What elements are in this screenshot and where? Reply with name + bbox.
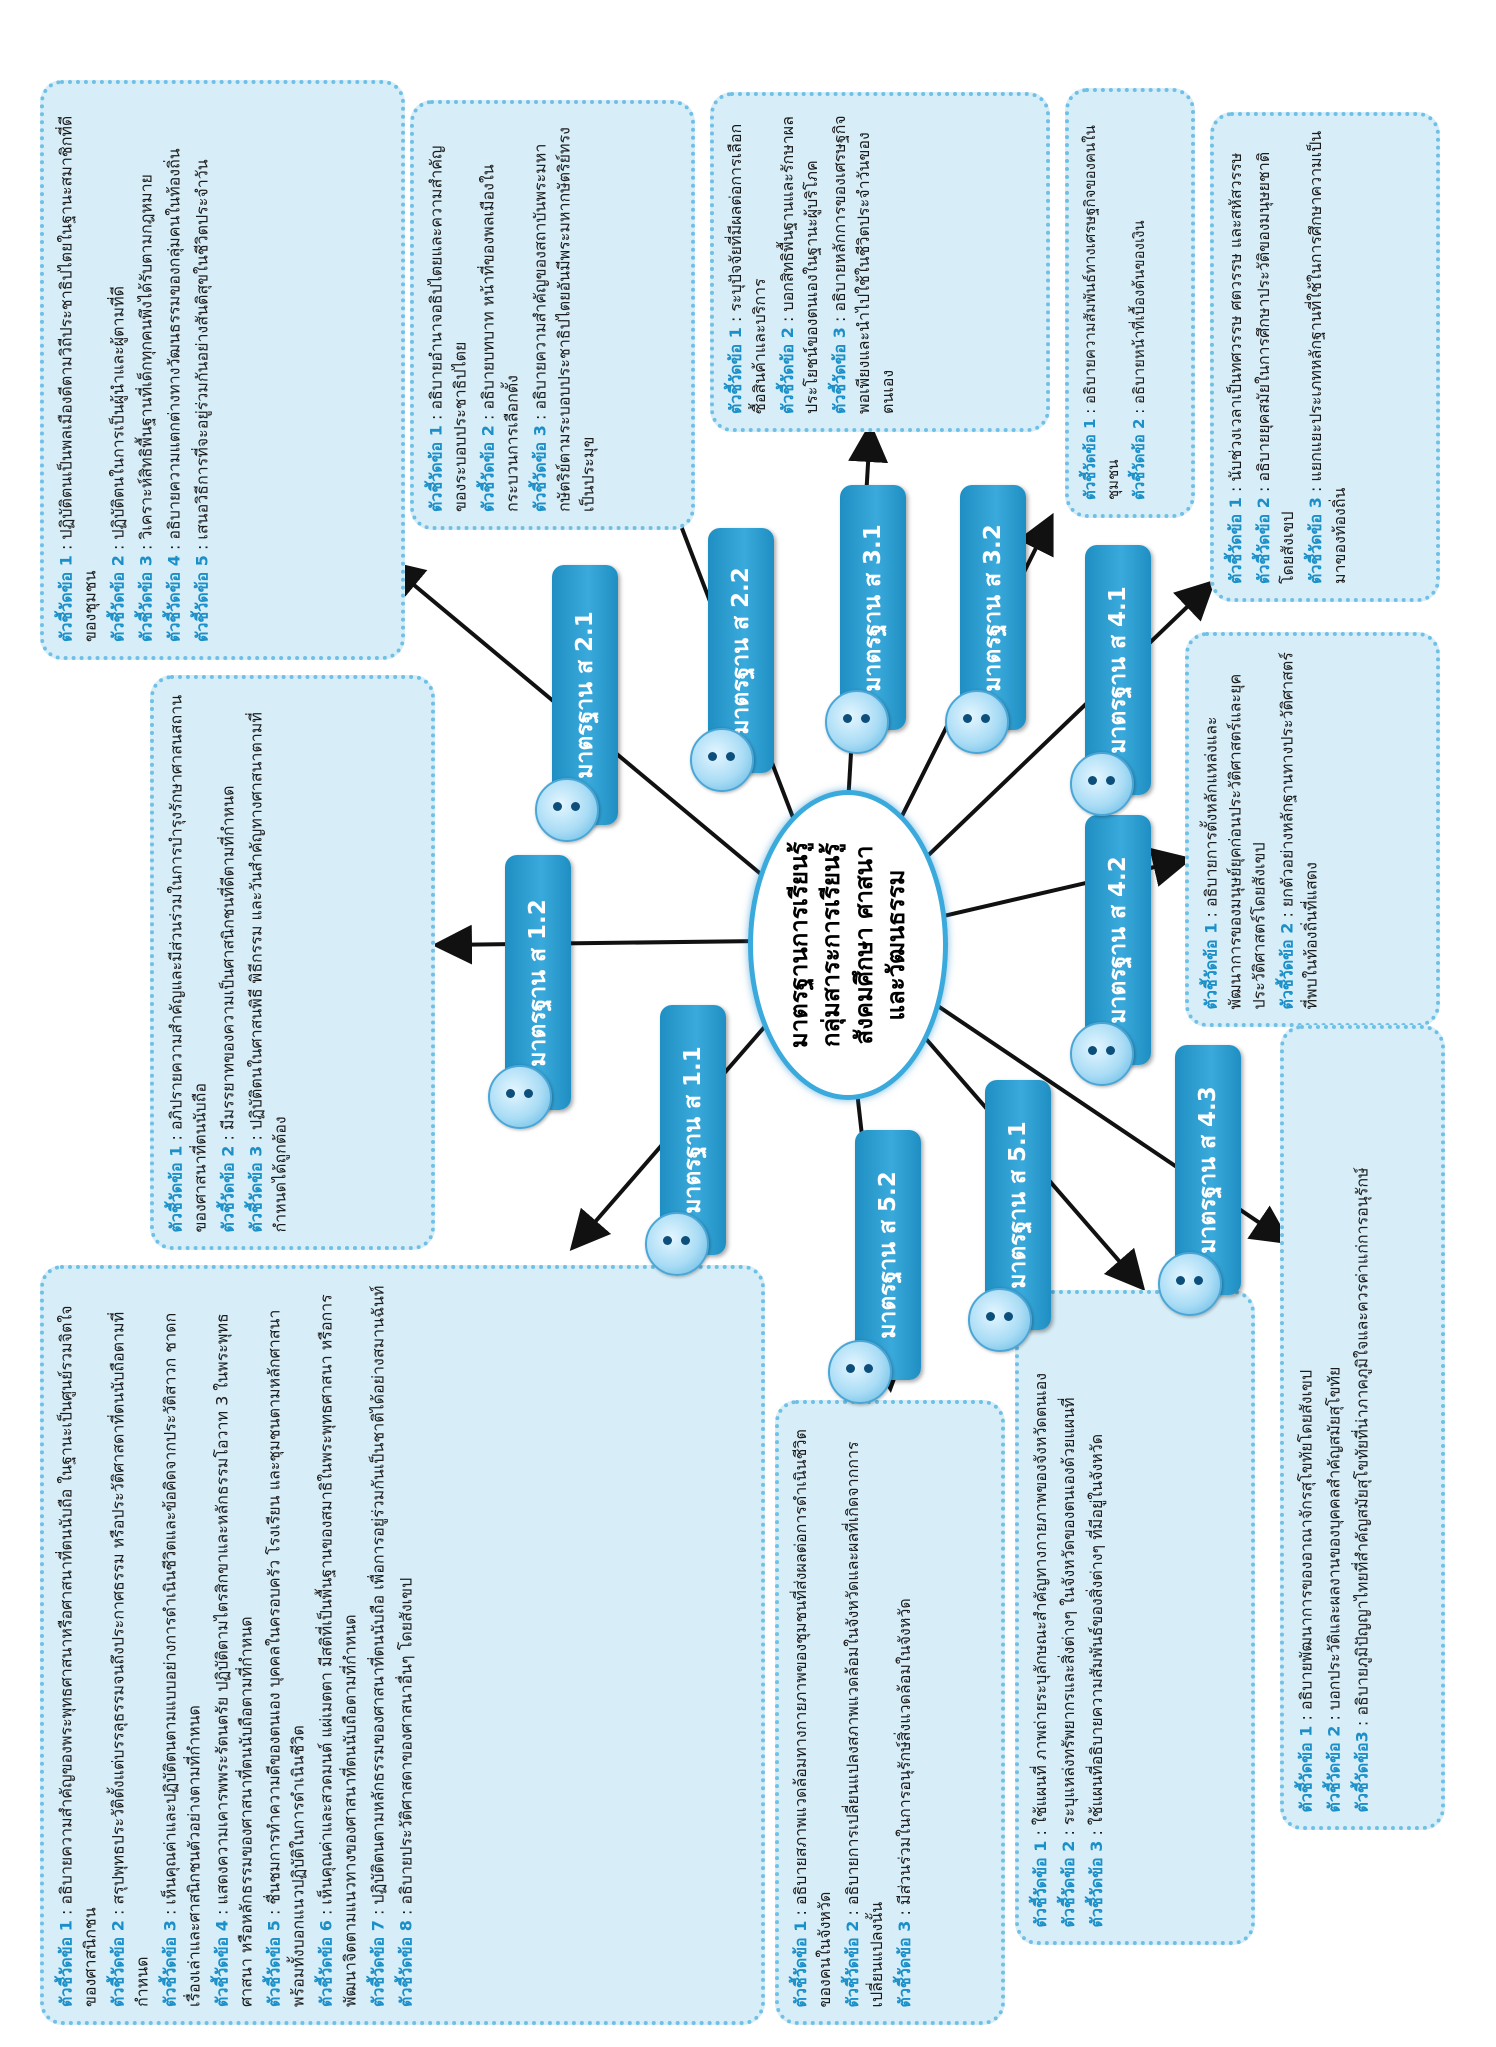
indicator-box-s1-1: ตัวชี้วัดข้อ 1 : อธิบายความสำคัญของพระพุ…	[40, 1265, 765, 2025]
indicator-s5-2-2: ตัวชี้วัดข้อ 2 : อธิบายการเปลี่ยนแปลงสภา…	[843, 1440, 886, 2007]
center-title-oval: มาตรฐานการเรียนรู้ กลุ่มสาระการเรียนรู้ …	[748, 790, 948, 1100]
mascot-icon	[1158, 1252, 1222, 1316]
indicator-s4-1-2: ตัวชี้วัดข้อ 2 : อธิบายยุคสมัยในการศึกษา…	[1254, 151, 1297, 584]
indicator-list-s1-2: ตัวชี้วัดข้อ 1 : อภิปรายความสำคัญและมีส่…	[154, 679, 431, 1246]
indicator-list-s4-3: ตัวชี้วัดข้อ 1 : อธิบายพัฒนาการของอาณาจั…	[1284, 1029, 1441, 1826]
indicator-s4-3-3: ตัวชี้วัดข้อ3 : อธิบายภูมิปัญญาไทยที่สำค…	[1352, 1166, 1371, 1812]
indicator-s2-2-2: ตัวชี้วัดข้อ 2 : อธิบายบทบาท หน้าที่ของพ…	[478, 164, 521, 512]
indicator-list-s5-1: ตัวชี้วัดข้อ 1 : ใช้แผนที่ ภาพถ่ายระบุลั…	[1019, 1294, 1251, 1941]
indicator-list-s5-2: ตัวชี้วัดข้อ 1 : อธิบายสภาพแวดล้อมทางกาย…	[779, 1404, 1001, 2021]
indicator-s2-1-2: ตัวชี้วัดข้อ 2 : ปฏิบัติตนในการเป็นผู้นำ…	[108, 285, 127, 642]
mascot-icon	[825, 690, 889, 754]
indicator-box-s4-3: ตัวชี้วัดข้อ 1 : อธิบายพัฒนาการของอาณาจั…	[1280, 1025, 1445, 1830]
indicator-s2-1-5: ตัวชี้วัดข้อ 5 : เสนอวิธีการที่จะอยู่ร่ว…	[192, 159, 211, 642]
mascot-icon	[1070, 1022, 1134, 1086]
indicator-box-s2-1: ตัวชี้วัดข้อ 1 : ปฏิบัติตนเป็นพลเมืองดีต…	[40, 80, 405, 660]
indicator-s1-1-4: ตัวชี้วัดข้อ 4 : แสดงความเคารพพระรัตนตรั…	[212, 1313, 255, 2007]
indicator-box-s4-1: ตัวชี้วัดข้อ 1 : นับช่วงเวลาเป็นทศวรรษ ศ…	[1210, 112, 1440, 602]
center-title-line: กลุ่มสาระการเรียนรู้	[817, 842, 846, 1048]
indicator-s2-1-3: ตัวชี้วัดข้อ 3 : วิเคราะห์สิทธิพื้นฐานที…	[136, 174, 155, 642]
indicator-box-s5-1: ตัวชี้วัดข้อ 1 : ใช้แผนที่ ภาพถ่ายระบุลั…	[1015, 1290, 1255, 1945]
mascot-icon	[690, 728, 754, 792]
mascot-icon	[828, 1340, 892, 1404]
center-title-line: และวัฒนธรรม	[882, 869, 911, 1021]
indicator-s3-2-2: ตัวชี้วัดข้อ 2 : อธิบายหน้าที่เบื้องต้นข…	[1130, 220, 1148, 500]
mascot-icon	[1070, 752, 1134, 816]
indicator-s5-2-3: ตัวชี้วัดข้อ 3 : มีส่วนร่วมในการอนุรักษ์…	[895, 1597, 914, 2007]
indicator-s1-1-8: ตัวชี้วัดข้อ 8 : อธิบายประวัติศาสดาของศา…	[396, 1577, 415, 2007]
indicator-s4-1-1: ตัวชี้วัดข้อ 1 : นับช่วงเวลาเป็นทศวรรษ ศ…	[1226, 152, 1245, 584]
mascot-icon	[535, 778, 599, 842]
indicator-s2-1-1: ตัวชี้วัดข้อ 1 : ปฏิบัติตนเป็นพลเมืองดีต…	[56, 115, 99, 642]
indicator-list-s4-2: ตัวชี้วัดข้อ 1 : อธิบายการตั้งหลักแหล่งแ…	[1189, 636, 1436, 1023]
indicator-s2-2-1: ตัวชี้วัดข้อ 1 : อธิบายอำนาจอธิปไตยและคว…	[426, 145, 469, 512]
indicator-s3-2-1: ตัวชี้วัดข้อ 1 : อธิบายความสัมพันธ์ทางเศ…	[1081, 125, 1122, 500]
indicator-list-s1-1: ตัวชี้วัดข้อ 1 : อธิบายความสำคัญของพระพุ…	[44, 1269, 761, 2021]
indicator-s4-2-1: ตัวชี้วัดข้อ 1 : อธิบายการตั้งหลักแหล่งแ…	[1201, 673, 1268, 1009]
indicator-s1-1-3: ตัวชี้วัดข้อ 3 : เห็นคุณค่าและปฏิบัติตนต…	[160, 1312, 203, 2007]
indicator-s1-1-6: ตัวชี้วัดข้อ 6 : เห็นคุณค่าและสวดมนต์ แผ…	[316, 1294, 359, 2007]
indicator-s1-1-7: ตัวชี้วัดข้อ 7 : ปฏิบัติตนตามหลักธรรมของ…	[368, 1285, 387, 2007]
indicator-s4-3-1: ตัวชี้วัดข้อ 1 : อธิบายพัฒนาการของอาณาจั…	[1296, 1369, 1315, 1812]
indicator-s3-1-3: ตัวชี้วัดข้อ 3 : อธิบายหลักการของเศรษฐกิ…	[830, 115, 897, 414]
indicator-box-s4-2: ตัวชี้วัดข้อ 1 : อธิบายการตั้งหลักแหล่งแ…	[1185, 632, 1440, 1027]
indicator-s1-1-2: ตัวชี้วัดข้อ 2 : สรุปพุทธประวัติตั้งแต่บ…	[108, 1311, 151, 2007]
indicator-list-s2-1: ตัวชี้วัดข้อ 1 : ปฏิบัติตนเป็นพลเมืองดีต…	[44, 84, 401, 656]
indicator-s4-1-3: ตัวชี้วัดข้อ 3 : แยกแยะประเภทหลักฐานที่ใ…	[1306, 130, 1349, 584]
indicator-s4-3-2: ตัวชี้วัดข้อ 2 : บอกประวัติและผลงานของบุ…	[1324, 1366, 1343, 1812]
standard-badge-s3-2: มาตรฐาน ส 3.2	[960, 485, 1026, 730]
indicator-s1-2-3: ตัวชี้วัดข้อ 3 : ปฏิบัติตนในศาสนพิธี พิธ…	[246, 711, 289, 1232]
indicator-box-s1-2: ตัวชี้วัดข้อ 1 : อภิปรายความสำคัญและมีส่…	[150, 675, 435, 1250]
indicator-box-s3-2: ตัวชี้วัดข้อ 1 : อธิบายความสัมพันธ์ทางเศ…	[1065, 88, 1195, 518]
indicator-s2-1-4: ตัวชี้วัดข้อ 4 : อธิบายความแตกต่างทางวัฒ…	[164, 148, 183, 642]
indicator-list-s3-1: ตัวชี้วัดข้อ 1 : ระบุปัจจัยที่มีผลต่อการ…	[714, 96, 1046, 428]
standard-badge-s5-2: มาตรฐาน ส 5.2	[855, 1130, 921, 1380]
indicator-s1-2-2: ตัวชี้วัดข้อ 2 : มีมรรยาทของความเป็นศาสน…	[218, 784, 237, 1232]
mascot-icon	[488, 1065, 552, 1129]
indicator-s5-2-1: ตัวชี้วัดข้อ 1 : อธิบายสภาพแวดล้อมทางกาย…	[791, 1428, 834, 2007]
indicator-s5-1-3: ตัวชี้วัดข้อ 3 : ใช้แผนที่อธิบายความสัมพ…	[1087, 1433, 1106, 1927]
indicator-s3-1-1: ตัวชี้วัดข้อ 1 : ระบุปัจจัยที่มีผลต่อการ…	[726, 123, 769, 414]
indicator-list-s2-2: ตัวชี้วัดข้อ 1 : อธิบายอำนาจอธิปไตยและคว…	[414, 104, 691, 526]
indicator-box-s2-2: ตัวชี้วัดข้อ 1 : อธิบายอำนาจอธิปไตยและคว…	[410, 100, 695, 530]
indicator-s1-1-5: ตัวชี้วัดข้อ 5 : ชื่นชมการทำความดีของตนเ…	[264, 1309, 307, 2007]
indicator-box-s5-2: ตัวชี้วัดข้อ 1 : อธิบายสภาพแวดล้อมทางกาย…	[775, 1400, 1005, 2025]
indicator-list-s4-1: ตัวชี้วัดข้อ 1 : นับช่วงเวลาเป็นทศวรรษ ศ…	[1214, 116, 1436, 598]
mascot-icon	[645, 1212, 709, 1276]
standard-badge-s3-1: มาตรฐาน ส 3.1	[840, 485, 906, 730]
center-title: มาตรฐานการเรียนรู้ กลุ่มสาระการเรียนรู้ …	[783, 805, 913, 1085]
indicator-s3-1-2: ตัวชี้วัดข้อ 2 : บอกสิทธิพื้นฐานและรักษา…	[778, 116, 821, 414]
indicator-s5-1-1: ตัวชี้วัดข้อ 1 : ใช้แผนที่ ภาพถ่ายระบุลั…	[1031, 1372, 1050, 1927]
mascot-icon	[945, 690, 1009, 754]
indicator-s5-1-2: ตัวชี้วัดข้อ 2 : ระบุแหล่งทรัพยากรและสิ่…	[1059, 1396, 1078, 1927]
center-title-line: สังคมศึกษา ศาสนา	[850, 845, 878, 1045]
indicator-s4-2-2: ตัวชี้วัดข้อ 2 : ยกตัวอย่างหลักฐานทางประ…	[1277, 651, 1320, 1009]
indicator-box-s3-1: ตัวชี้วัดข้อ 1 : ระบุปัจจัยที่มีผลต่อการ…	[710, 92, 1050, 432]
indicator-s1-1-1: ตัวชี้วัดข้อ 1 : อธิบายความสำคัญของพระพุ…	[56, 1305, 99, 2007]
mascot-icon	[968, 1288, 1032, 1352]
center-title-line: มาตรฐานการเรียนรู้	[785, 841, 814, 1049]
indicator-list-s3-2: ตัวชี้วัดข้อ 1 : อธิบายความสัมพันธ์ทางเศ…	[1069, 92, 1191, 514]
indicator-s2-2-3: ตัวชี้วัดข้อ 3 : อธิบายความสำคัญของสถาบั…	[530, 127, 597, 512]
indicator-s1-2-1: ตัวชี้วัดข้อ 1 : อภิปรายความสำคัญและมีส่…	[166, 694, 209, 1232]
